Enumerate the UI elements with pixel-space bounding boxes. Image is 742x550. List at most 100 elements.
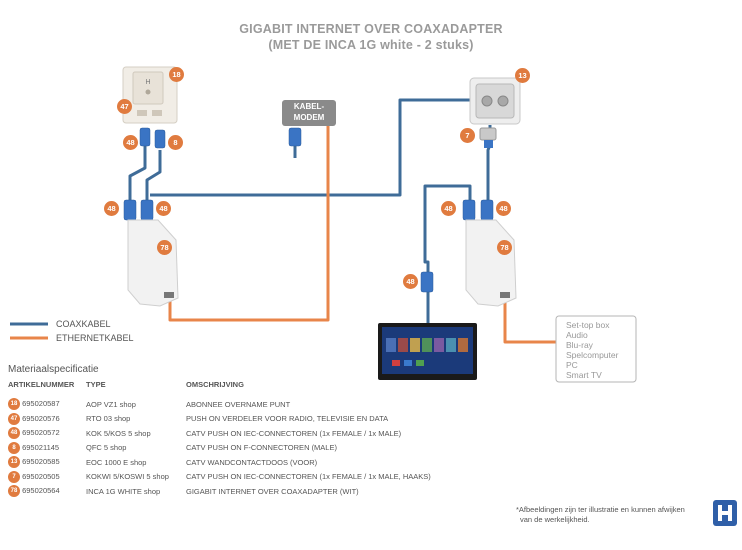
spec-header-description: OMSCHRIJVING [186, 380, 244, 389]
spec-article-cell: 7 695020505 [8, 470, 86, 485]
spec-badge: 13 [8, 456, 20, 469]
spec-article: 695020505 [22, 471, 60, 481]
spec-description: ABONNEE OVERNAME PUNT [186, 399, 291, 409]
kok-right-b-connector [480, 199, 494, 221]
footnote-line1: *Afbeeldingen zijn ter illustratie en ku… [516, 505, 685, 514]
spec-badge: 47 [8, 412, 20, 425]
spec-badge: 8 [8, 441, 20, 454]
spec-badge: 78 [8, 485, 20, 498]
spec-badge: 48 [8, 427, 20, 440]
modem-label: KABEL- MODEM [282, 101, 336, 123]
table-row: 47 695020576 RTO 03 shop PUSH ON VERDELE… [8, 412, 431, 427]
spec-type: KOKWI 5/KOSWI 5 shop [86, 472, 169, 482]
modem-connector [288, 127, 302, 147]
spec-article-cell: 13 695020585 [8, 455, 86, 470]
spec-header-row: ARTIKELNUMMER TYPE OMSCHRIJVING [8, 380, 431, 397]
spec-header-article: ARTIKELNUMMER [8, 380, 75, 389]
spec-type: AOP VZ1 shop [86, 399, 136, 409]
badge-kok-left-b: 48 [156, 201, 171, 216]
modem-label-line1: KABEL- [293, 102, 325, 111]
television [378, 323, 477, 380]
device-item: PC [566, 360, 578, 370]
spec-article-cell: 48 695020572 [8, 426, 86, 441]
modem-label-line2: MODEM [293, 113, 325, 122]
table-row: 78 695020564 INCA 1G WHITE shop GIGABIT … [8, 484, 431, 499]
table-row: 18 695020587 AOP VZ1 shop ABONNEE OVERNA… [8, 397, 431, 412]
spec-badge: 7 [8, 470, 20, 483]
coax-cables [10, 98, 492, 326]
spec-badge: 18 [8, 398, 20, 411]
device-item: Smart TV [566, 370, 602, 380]
spec-header-type: TYPE [86, 380, 106, 389]
device-item: Blu-ray [566, 340, 593, 350]
spec-heading: Materiaalspecificatie [8, 364, 99, 375]
badge-rto: 47 [117, 99, 132, 114]
footnote: *Afbeeldingen zijn ter illustratie en ku… [516, 505, 685, 525]
badge-kok-left-a: 48 [104, 201, 119, 216]
device-item: Audio [566, 330, 588, 340]
device-item: Set-top box [566, 320, 610, 330]
aop-wall-plate: H [122, 66, 178, 124]
badge-kok-right-a: 48 [441, 201, 456, 216]
brand-logo [713, 500, 737, 526]
footnote-line2: van de werkelijkheid. [520, 515, 590, 524]
diagram-title: GIGABIT INTERNET OVER COAXADAPTER [239, 22, 503, 36]
inca-right-adapter [465, 219, 517, 307]
legend-ethernet-label: ETHERNETKABEL [56, 333, 134, 343]
badge-inca-right: 78 [497, 240, 512, 255]
spec-type: INCA 1G WHITE shop [86, 486, 161, 496]
spec-description: PUSH ON VERDELER VOOR RADIO, TELEVISIE E… [186, 414, 389, 424]
spec-article-cell: 8 695021145 [8, 441, 86, 456]
cable-modem-box [282, 100, 336, 126]
diagram-subtitle: (MET DE INCA 1G white - 2 stuks) [268, 38, 474, 52]
brand-logo-icon [718, 505, 732, 521]
kok-top-connector [139, 127, 151, 147]
badge-inca-left: 78 [157, 240, 172, 255]
kokwi-connector [479, 127, 497, 148]
badge-aop: 18 [169, 67, 184, 82]
spec-description: CATV WANDCONTACTDOOS (VOOR) [186, 457, 318, 467]
table-row: 13 695020585 EOC 1000 E shop CATV WANDCO… [8, 455, 431, 470]
spec-article: 695020587 [22, 399, 60, 409]
kok-tv-connector [420, 271, 434, 293]
spec-article-cell: 18 695020587 [8, 397, 86, 412]
ethernet-right-inca-to-devices [503, 300, 556, 344]
coax-inca-left-to-modem [150, 98, 470, 197]
badge-kok-right-b: 48 [496, 201, 511, 216]
spec-table: ARTIKELNUMMER TYPE OMSCHRIJVING 18 69502… [8, 380, 431, 499]
device-item: Spelcomputer [566, 350, 619, 360]
devices-box [555, 315, 637, 383]
badge-kok-tv: 48 [403, 274, 418, 289]
ethernet-left-inca-to-modem [168, 122, 330, 322]
badge-kok-top: 48 [123, 135, 138, 150]
spec-type: QFC 5 shop [86, 443, 127, 453]
coax-qfc-to-left-split [145, 150, 162, 205]
spec-type: RTO 03 shop [86, 414, 131, 424]
spec-article: 695021145 [22, 442, 60, 452]
kok-right-a-connector [462, 199, 476, 221]
connectors [123, 127, 494, 293]
spec-type: EOC 1000 E shop [86, 457, 147, 467]
badge-eoc: 13 [515, 68, 530, 83]
badge-qfc: 8 [168, 135, 183, 150]
device-list: Set-top box Audio Blu-ray Spelcomputer P… [566, 320, 618, 380]
spec-article-cell: 78 695020564 [8, 484, 86, 499]
spec-article: 695020576 [22, 413, 60, 423]
coax-rto-to-left-split [128, 145, 147, 205]
spec-type: KOK 5/KOS 5 shop [86, 428, 151, 438]
ethernet-cables [10, 122, 556, 344]
spec-article: 695020585 [22, 457, 60, 467]
kok-left-a-connector [123, 199, 137, 221]
legend-coax-label: COAXKABEL [56, 319, 111, 329]
table-row: 8 695021145 QFC 5 shop CATV PUSH ON F-CO… [8, 441, 431, 456]
svg-text:H: H [145, 79, 150, 86]
spec-description: CATV PUSH ON F-CONNECTOREN (MALE) [186, 443, 337, 453]
table-row: 7 695020505 KOKWI 5/KOSWI 5 shop CATV PU… [8, 470, 431, 485]
badge-kokwi: 7 [460, 128, 475, 143]
spec-article: 695020564 [22, 486, 60, 496]
table-row: 48 695020572 KOK 5/KOS 5 shop CATV PUSH … [8, 426, 431, 441]
spec-description: CATV PUSH ON IEC-CONNECTOREN (1x FEMALE … [186, 472, 431, 482]
spec-article-cell: 47 695020576 [8, 412, 86, 427]
wall-outlet-eoc [469, 77, 521, 125]
